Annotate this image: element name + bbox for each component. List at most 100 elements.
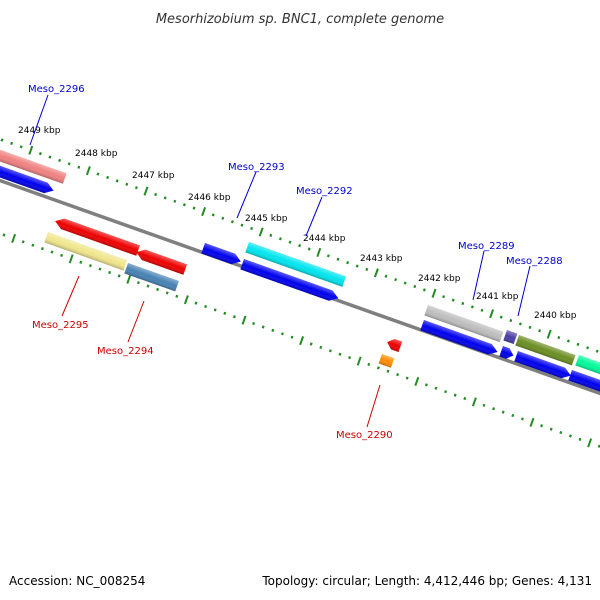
tick-major bbox=[85, 166, 91, 176]
tick-dot bbox=[38, 152, 42, 156]
reverse-track-outer bbox=[44, 232, 395, 368]
tick-dot bbox=[106, 175, 110, 180]
tick-dot bbox=[146, 284, 150, 288]
tick-major bbox=[11, 233, 17, 243]
tick-dot bbox=[384, 274, 388, 278]
tick-dot bbox=[403, 281, 407, 285]
tick-dot bbox=[194, 301, 198, 305]
outer-tick-track bbox=[0, 138, 599, 353]
gene-small-purple[interactable] bbox=[503, 330, 518, 345]
tick-dot bbox=[578, 437, 582, 441]
gene-meso-2289[interactable] bbox=[420, 320, 499, 357]
tick-dot bbox=[480, 308, 484, 312]
gene-meso-2290[interactable] bbox=[378, 354, 395, 368]
leader-meso-2293 bbox=[236, 171, 257, 219]
gene-forward-arrow[interactable] bbox=[514, 351, 572, 381]
gene-label-meso-2296[interactable]: Meso_2296 bbox=[28, 84, 85, 95]
tick-dot bbox=[386, 369, 390, 373]
tick-major bbox=[431, 288, 437, 298]
tick-major bbox=[143, 186, 149, 196]
gene-forward-arrow[interactable] bbox=[201, 243, 242, 267]
tick-dot bbox=[559, 430, 563, 435]
tick-dot bbox=[60, 253, 64, 258]
forward-track-outer bbox=[0, 148, 600, 379]
gene-label-meso-2288[interactable]: Meso_2288 bbox=[506, 256, 563, 267]
tick-dot bbox=[10, 141, 14, 145]
tick-dot bbox=[511, 413, 515, 418]
leader-meso-2295 bbox=[61, 275, 80, 317]
tick-dot bbox=[271, 328, 275, 332]
gene-meso-2295[interactable] bbox=[44, 232, 128, 271]
kbp-label: 2447 kbp bbox=[132, 171, 175, 181]
gene-label-meso-2294[interactable]: Meso_2294 bbox=[97, 346, 154, 357]
tick-major bbox=[299, 336, 305, 346]
tick-dot bbox=[250, 226, 254, 231]
gene-meso-2292[interactable] bbox=[245, 242, 347, 287]
tick-dot bbox=[326, 254, 330, 258]
kbp-label: 2448 kbp bbox=[75, 149, 118, 159]
tick-dot bbox=[269, 233, 273, 237]
tick-major bbox=[201, 206, 207, 217]
tick-dot bbox=[576, 342, 580, 346]
gene-label-meso-2292[interactable]: Meso_2292 bbox=[296, 186, 353, 197]
tick-dot bbox=[108, 270, 112, 275]
tick-dot bbox=[355, 264, 359, 268]
tick-dot bbox=[520, 417, 524, 421]
tick-major bbox=[316, 247, 322, 257]
gene-meso-2293[interactable] bbox=[240, 259, 340, 303]
tick-dot bbox=[309, 342, 313, 346]
tick-dot bbox=[597, 444, 600, 448]
gene-label-meso-2293[interactable]: Meso_2293 bbox=[228, 162, 285, 173]
gene-meso-2288[interactable] bbox=[515, 335, 576, 366]
tick-dot bbox=[338, 352, 342, 356]
gene-teal[interactable] bbox=[575, 355, 600, 379]
tick-dot bbox=[499, 315, 503, 319]
tick-dot bbox=[405, 376, 409, 380]
kbp-label: 2442 kbp bbox=[418, 274, 461, 284]
tick-dot bbox=[367, 362, 371, 367]
tick-dot bbox=[19, 145, 23, 149]
tick-major bbox=[183, 295, 189, 305]
tick-dot bbox=[501, 410, 505, 414]
gene-label-meso-2290[interactable]: Meso_2290 bbox=[336, 430, 393, 441]
tick-dot bbox=[278, 237, 282, 241]
inner-tick-track bbox=[2, 233, 600, 448]
tick-dot bbox=[31, 243, 35, 247]
tick-dot bbox=[204, 304, 208, 309]
leader-meso-2294 bbox=[127, 300, 145, 343]
gene-meso-2294[interactable] bbox=[124, 263, 179, 292]
tick-dot bbox=[463, 396, 467, 401]
tick-dot bbox=[348, 356, 352, 360]
kbp-label: 2444 kbp bbox=[303, 234, 346, 244]
tick-major bbox=[489, 309, 495, 319]
leader-meso-2296 bbox=[29, 94, 49, 146]
gene-meso-2290-top[interactable] bbox=[385, 337, 403, 353]
gene-label-meso-2295[interactable]: Meso_2295 bbox=[32, 320, 89, 331]
tick-dot bbox=[518, 322, 522, 326]
tick-dot bbox=[77, 165, 81, 169]
tick-dot bbox=[470, 305, 474, 309]
gene-label-meso-2289[interactable]: Meso_2289 bbox=[458, 241, 515, 252]
tick-dot bbox=[568, 434, 572, 438]
gene-meso-2296[interactable] bbox=[0, 148, 67, 184]
leader-meso-2289 bbox=[472, 250, 485, 301]
tick-dot bbox=[2, 233, 6, 237]
gene-forward-arrow[interactable] bbox=[568, 370, 600, 400]
tick-dot bbox=[290, 335, 294, 339]
tick-major bbox=[414, 376, 420, 387]
gene-gray[interactable] bbox=[424, 305, 504, 343]
gene-reverse-arrow[interactable] bbox=[53, 216, 140, 256]
gene-reverse-arrow[interactable] bbox=[134, 247, 188, 275]
tick-dot bbox=[230, 220, 234, 224]
gene-labels: Meso_2296 Meso_2293 Meso_2292 Meso_2289 … bbox=[28, 84, 563, 441]
tick-dot bbox=[165, 291, 169, 295]
gene-forward-arrow[interactable] bbox=[0, 164, 55, 196]
tick-dot bbox=[482, 403, 486, 407]
tick-dot bbox=[549, 427, 553, 431]
tick-dot bbox=[376, 366, 380, 370]
tick-dot bbox=[125, 182, 129, 186]
tick-dot bbox=[288, 240, 292, 244]
tick-dot bbox=[240, 223, 244, 227]
gene-forward-arrow[interactable] bbox=[499, 346, 515, 361]
